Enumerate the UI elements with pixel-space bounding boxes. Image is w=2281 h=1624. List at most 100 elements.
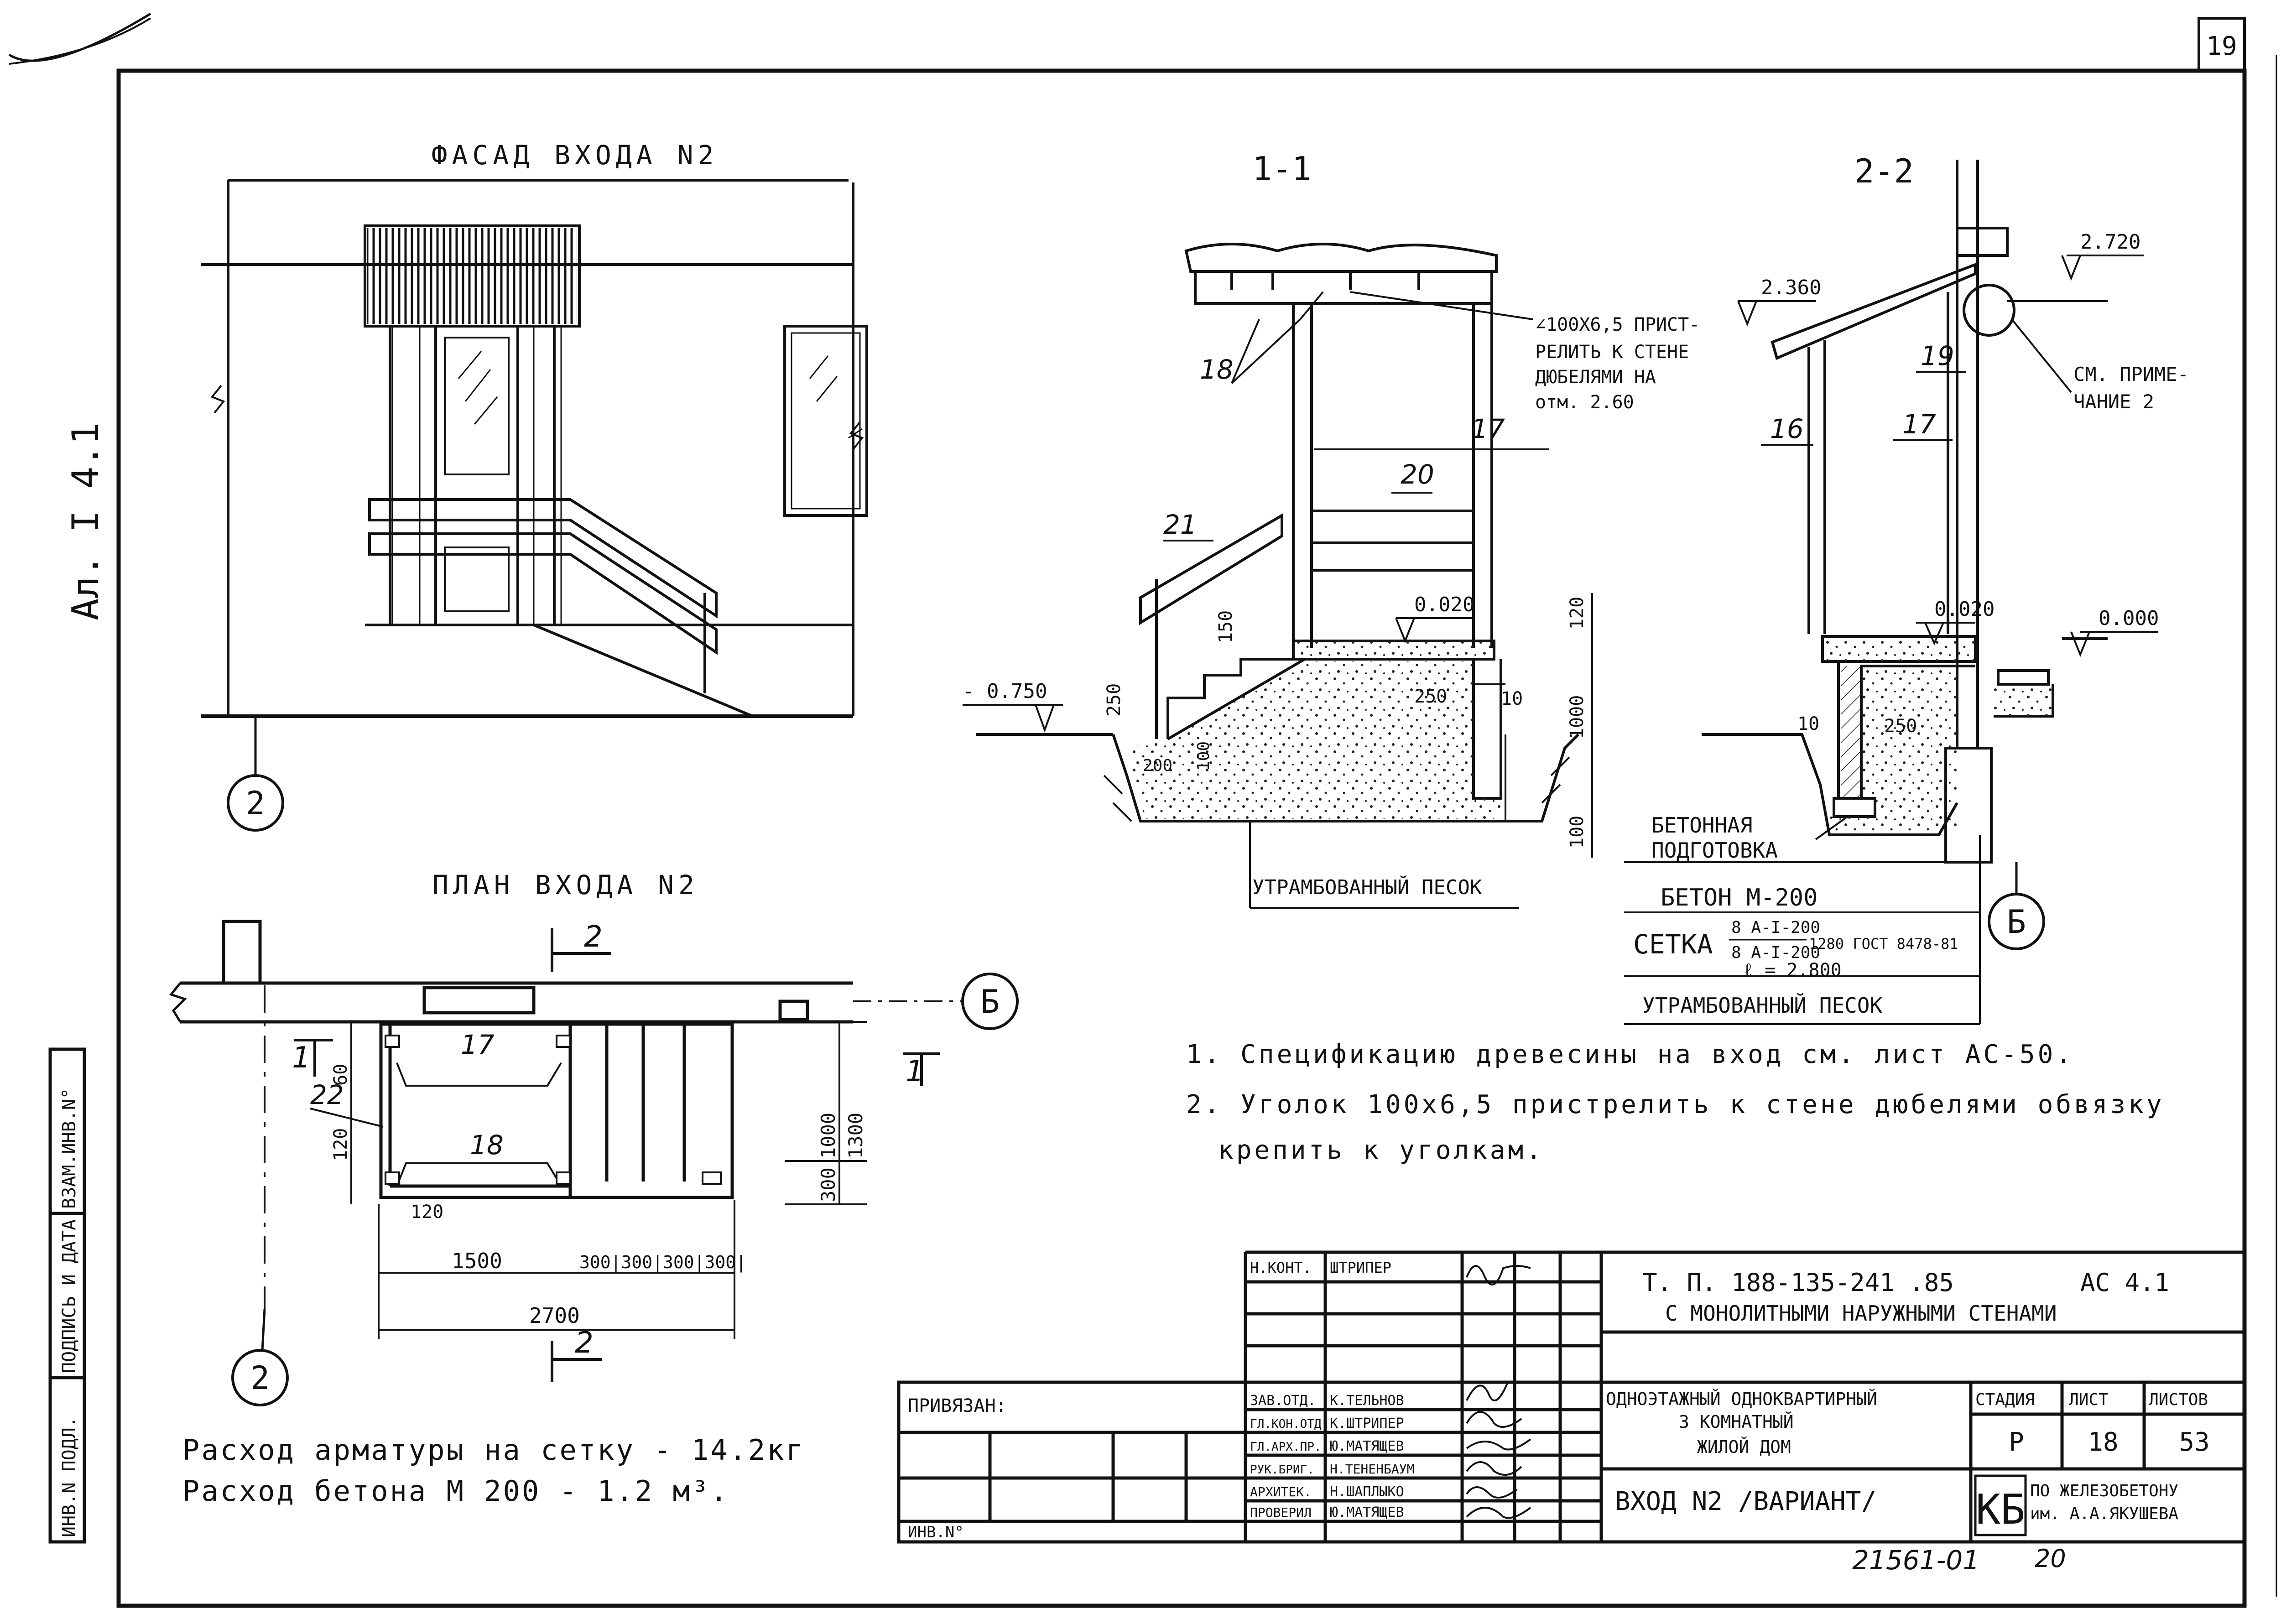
layers-mesh-num: 8 А-I-200 xyxy=(1731,918,1820,937)
stamp-name-1: К.ТЕЛЬНОВ xyxy=(1330,1393,1404,1409)
plan-dim-300: 300|300|300|300| xyxy=(579,1252,746,1273)
plan-label-18: 18 xyxy=(470,1130,504,1161)
plan-cut-right: 1 xyxy=(906,1055,924,1088)
section11-sand: УТРАМБОВАННЫЙ ПЕСОК xyxy=(1252,875,1482,899)
section11-dim-120: 120 xyxy=(1567,597,1588,630)
stamp-role-3: ГЛ.АРХ.ПР. xyxy=(1250,1440,1322,1454)
facade-title: ФАСАД ВХОДА N2 xyxy=(432,140,719,171)
section22-dim-250: 250 xyxy=(1884,716,1917,737)
plan-axis-2: 2 xyxy=(250,1359,270,1397)
consumption-concrete: Расход бетона М 200 - 1.2 м³. xyxy=(182,1474,729,1508)
section22-dim-10: 10 xyxy=(1797,713,1819,734)
section11-dim-10: 10 xyxy=(1501,688,1523,709)
plan-dim-300v: 300 xyxy=(817,1167,839,1202)
plan-dim-1300: 1300 xyxy=(844,1113,867,1159)
section11-label-21: 21 xyxy=(1163,509,1197,540)
stamp-role-2: ГЛ.КОН.ОТД. xyxy=(1250,1417,1328,1431)
section22-level-2360: 2.360 xyxy=(1761,276,1821,299)
plan-cut-left: 1 xyxy=(292,1041,311,1075)
plan-dim-120b: 120 xyxy=(411,1202,443,1223)
section22-level-0020: 0.020 xyxy=(1934,598,1995,621)
stamp-role-0: Н.КОНТ. xyxy=(1250,1259,1312,1276)
section22-level-0000: 0.000 xyxy=(2099,607,2159,630)
stamp-org-name-2: им. А.А.ЯКУШЕВА xyxy=(2030,1504,2178,1523)
facade-view: ФАСАД ВХОДА N2 xyxy=(201,140,868,832)
stamp-org-logo: КБ xyxy=(1976,1486,2025,1534)
note-3: крепить к уголкам. xyxy=(1218,1135,1544,1165)
section11-label-17: 17 xyxy=(1471,413,1505,444)
section-1-1: 1-1 xyxy=(963,150,1700,909)
plan-dim-60: 60 xyxy=(330,1064,351,1086)
section11-level-m0750: - 0.750 xyxy=(963,680,1047,703)
section11-note-4: отм. 2.60 xyxy=(1535,392,1634,413)
layers-mesh-tail: 1280 ГОСТ 8478-81 xyxy=(1809,935,1958,953)
section22-title: 2-2 xyxy=(1854,152,1914,190)
section-2-2: 2-2 2.720 xyxy=(1702,152,2189,950)
section11-dim-100: 100 xyxy=(1194,741,1213,771)
note-2: 2. Уголок 100х6,5 пристрелить к стене дю… xyxy=(1186,1090,2165,1119)
plan-title: ПЛАН ВХОДА N2 xyxy=(432,869,699,900)
layers-mesh-len: ℓ = 2.800 xyxy=(1743,960,1842,981)
layers-sand: УТРАМБОВАННЫЙ ПЕСОК xyxy=(1642,993,1882,1018)
section11-title: 1-1 xyxy=(1252,150,1312,188)
stamp-drawing-title: ВХОД N2 /ВАРИАНТ/ xyxy=(1615,1487,1876,1516)
plan-cut-top: 2 xyxy=(584,920,603,954)
stamp-role-4: РУК.БРИГ. xyxy=(1250,1463,1314,1477)
stamp-name-5: Н.ШАПЛЫКО xyxy=(1330,1484,1404,1500)
section11-dim-150: 150 xyxy=(1215,610,1236,643)
section22-label-19: 19 xyxy=(1921,340,1954,371)
plan-dim-1000: 1000 xyxy=(817,1113,839,1159)
stamp-sheet-code: АС 4.1 xyxy=(2080,1268,2169,1297)
facade-axis-2: 2 xyxy=(246,785,265,822)
section22-label-16: 16 xyxy=(1770,413,1804,444)
left-strip-inv: ИНВ.N ПОДЛ. xyxy=(59,1416,80,1537)
sheet-frame xyxy=(8,12,2277,1608)
bottom-code: 21561-01 xyxy=(1852,1545,1979,1576)
section11-note-1: ∠100Х6,5 ПРИСТ- xyxy=(1535,314,1700,335)
section22-note-2: ЧАНИЕ 2 xyxy=(2073,390,2154,413)
section11-dim-250a: 250 xyxy=(1104,683,1125,716)
plan-label-22: 22 xyxy=(310,1079,344,1110)
plan-view: ПЛАН ВХОДА N2 xyxy=(169,869,1019,1406)
stamp-role-1: ЗАВ.ОТД. xyxy=(1250,1393,1316,1409)
sheet-number: 19 xyxy=(2206,31,2237,61)
left-strip-sign: ПОДПИСЬ И ДАТА xyxy=(59,1219,80,1373)
left-approval-strip xyxy=(48,1047,86,1544)
section11-dim-100b: 100 xyxy=(1567,816,1588,848)
plan-dim-2700: 2700 xyxy=(529,1303,580,1328)
stamp-building-1: ОДНОЭТАЖНЫЙ ОДНОКВАРТИРНЫЙ xyxy=(1606,1389,1877,1409)
consumption-rebar: Расход арматуры на сетку - 14.2кг xyxy=(182,1433,805,1467)
plan-cut-bottom: 2 xyxy=(575,1326,594,1360)
section11-dim-1000: 1000 xyxy=(1567,695,1588,739)
stamp-role-5: АРХИТЕК. xyxy=(1250,1484,1312,1499)
layers-concrete: БЕТОН М-200 xyxy=(1661,884,1818,911)
layers-mesh-den: 8 А-I-200 xyxy=(1731,943,1820,962)
left-strip-replace: ВЗАМ.ИНВ.N° xyxy=(59,1088,80,1209)
stamp-building-3: ЖИЛОЙ ДОМ xyxy=(1697,1437,1791,1457)
layers-title-1: БЕТОННАЯ xyxy=(1651,813,1753,838)
stamp-head-sheet: ЛИСТ xyxy=(2069,1390,2109,1409)
section22-level-2720: 2.720 xyxy=(2080,230,2140,254)
stamp-head-sheets: ЛИСТОВ xyxy=(2149,1390,2208,1409)
layers-legend: БЕТОННАЯ ПОДГОТОВКА БЕТОН М-200 СЕТКА 8 … xyxy=(1624,813,1981,1025)
stamp-stage: Р xyxy=(2009,1427,2024,1457)
section11-dim-200: 200 xyxy=(1143,756,1172,775)
title-block xyxy=(897,1250,2246,1544)
plan-axis-b: Б xyxy=(980,983,1000,1020)
plan-label-17: 17 xyxy=(461,1029,495,1060)
stamp-name-2: К.ШТРИПЕР xyxy=(1330,1416,1404,1431)
section11-note-2: РЕЛИТЬ К СТЕНЕ xyxy=(1535,342,1689,363)
signatures xyxy=(1466,1265,1531,1519)
bottom-code-2: 20 xyxy=(2035,1544,2066,1573)
section11-note-3: ДЮБЕЛЯМИ НА xyxy=(1535,367,1656,388)
note-1: 1. Спецификацию древесины на вход см. ли… xyxy=(1186,1040,2074,1069)
stamp-name-3: Ю.МАТЯЩЕВ xyxy=(1330,1438,1404,1454)
plan-dim-120a: 120 xyxy=(330,1128,351,1161)
stamp-project-desc: С МОНОЛИТНЫМИ НАРУЖНЫМИ СТЕНАМИ xyxy=(1665,1301,2057,1326)
stamp-head-stage: СТАДИЯ xyxy=(1975,1390,2035,1409)
stamp-project-code: Т. П. 188-135-241 .85 xyxy=(1642,1268,1954,1297)
stamp-building-2: 3 КОМНАТНЫЙ xyxy=(1679,1412,1794,1432)
stamp-name-6: Ю.МАТЯЩЕВ xyxy=(1330,1504,1404,1520)
layers-title-2: ПОДГОТОВКА xyxy=(1651,838,1778,863)
